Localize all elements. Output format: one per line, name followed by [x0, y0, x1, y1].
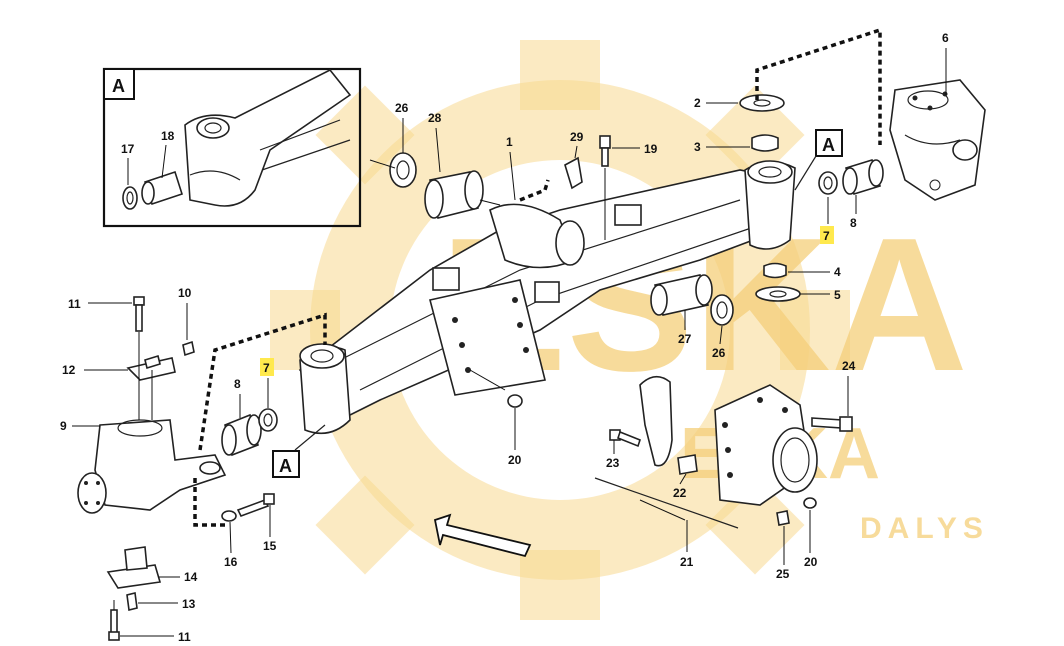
callout-12: 12: [62, 363, 76, 377]
nut-16: [221, 510, 237, 522]
callout-10: 10: [178, 286, 192, 300]
bolt-15: [236, 493, 275, 517]
bushing-8-left: [221, 413, 262, 457]
callout-15: 15: [263, 539, 277, 553]
view-label-a-left-box: [272, 450, 300, 478]
callout-16: 16: [224, 555, 238, 569]
fitting-10: [182, 340, 195, 357]
callout-22: 22: [673, 486, 687, 500]
callout-11-lower: 11: [178, 630, 191, 644]
callout-6: 6: [942, 31, 949, 45]
callout-29: 29: [570, 130, 584, 144]
plate-12: [126, 354, 176, 381]
callout-25: 25: [776, 567, 790, 581]
bushing-27: [650, 274, 713, 316]
detail-box-a: A: [102, 67, 362, 228]
view-label-a-right: A: [822, 135, 835, 155]
highlight-7-right: [820, 226, 834, 244]
bolt-11-lower: [108, 609, 120, 641]
view-label-a-right-box: [815, 129, 843, 157]
bolt-11-upper: [133, 296, 145, 332]
direction-arrow-icon: [433, 513, 532, 558]
bushing-8-right: [842, 159, 884, 195]
callout-18: 18: [161, 129, 175, 143]
bolt-20-center: [507, 394, 523, 408]
seal-7-right: [818, 171, 838, 195]
callout-3: 3: [694, 140, 701, 154]
seal-26-upper: [389, 152, 417, 188]
detail-box-a-label: A: [112, 76, 125, 96]
knuckle-9: [77, 419, 227, 514]
callout-13: 13: [182, 597, 196, 611]
bushing-28: [424, 170, 484, 219]
callout-2: 2: [694, 96, 701, 110]
callout-4: 4: [834, 265, 841, 279]
callout-1: 1: [506, 135, 513, 149]
callout-21: 21: [680, 555, 694, 569]
callout-5: 5: [834, 288, 841, 302]
callout-14: 14: [184, 570, 198, 584]
washer-2: [739, 94, 785, 112]
callout-9: 9: [60, 419, 67, 433]
callout-24: 24: [842, 359, 856, 373]
callout-20-center: 20: [508, 453, 522, 467]
callout-26-upper: 26: [395, 101, 409, 115]
callout-26-lower: 26: [712, 346, 726, 360]
axle-beam: [298, 160, 796, 435]
bracket-21: [639, 375, 818, 506]
callout-7-left: 7: [263, 361, 270, 375]
bearing-4: [763, 262, 787, 279]
bolt-19: [599, 135, 611, 167]
knuckle-6: [889, 79, 986, 201]
callout-27: 27: [678, 332, 692, 346]
washer-5: [755, 286, 801, 302]
callout-20-right: 20: [804, 555, 818, 569]
bearing-3: [751, 134, 779, 152]
bolt-24: [811, 416, 853, 432]
plate-14: [106, 546, 162, 589]
sleeve-22: [677, 454, 698, 475]
seal-26-lower: [710, 294, 734, 326]
watermark-line2-text: DALYS: [860, 512, 989, 545]
callout-23: 23: [606, 456, 620, 470]
bolt-20-right: [803, 497, 817, 509]
callout-8-right: 8: [850, 216, 857, 230]
callout-28: 28: [428, 111, 442, 125]
callout-19: 19: [644, 142, 658, 156]
pin-25: [776, 510, 790, 526]
callout-7-right: 7: [823, 229, 830, 243]
callout-17: 17: [121, 142, 135, 156]
callout-11-upper: 11: [68, 297, 81, 311]
fitting-13: [126, 592, 138, 611]
view-label-a-left: A: [279, 456, 292, 476]
seal-7-left: [258, 408, 278, 432]
bolt-23: [609, 429, 641, 448]
callout-8-left: 8: [234, 377, 241, 391]
highlight-7-left: [260, 358, 274, 376]
